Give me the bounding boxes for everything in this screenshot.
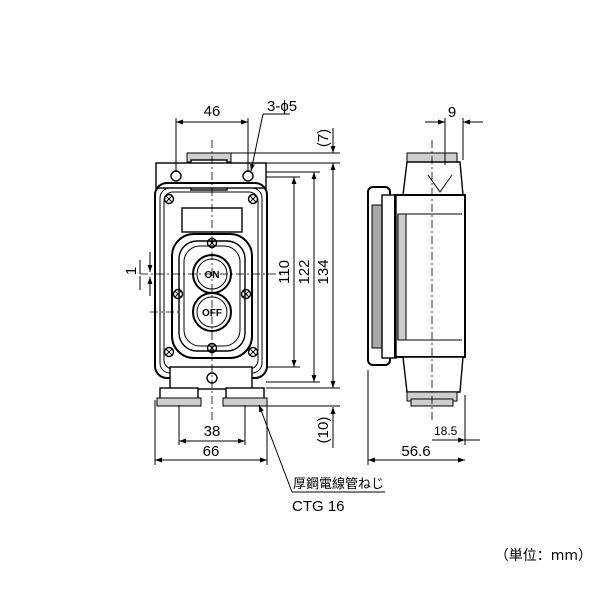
dim-134: 134 — [315, 259, 332, 284]
cover-screw-icon — [163, 346, 175, 358]
top-mounting-ear — [155, 162, 267, 189]
cover-screw-icon — [163, 193, 175, 205]
dim-7: (7) — [315, 129, 332, 147]
dim-38: 38 — [204, 423, 221, 440]
side-view — [367, 140, 466, 420]
dim-66: 66 — [203, 443, 220, 460]
cover-screw-icon — [247, 346, 259, 358]
button-guard — [171, 233, 253, 359]
bottom-mounting-ear — [169, 366, 253, 390]
front-dimensions: 46 3-ϕ5 (7) 1 110 122 134 (10) — [123, 98, 340, 465]
dim-9: 9 — [448, 104, 456, 121]
dim-3-phi5: 3-ϕ5 — [267, 98, 297, 115]
callout-line2: CTG 16 — [292, 498, 345, 515]
front-view: ON OFF — [140, 140, 285, 420]
dim-110: 110 — [276, 260, 293, 284]
conduit-thread-callout: 厚鋼電線管ねじ CTG 16 — [258, 404, 385, 515]
dim-18-5: 18.5 — [434, 424, 458, 438]
off-button-label: OFF — [202, 308, 222, 319]
side-bottom-hub — [402, 356, 464, 393]
callout-line1: 厚鋼電線管ねじ — [293, 476, 384, 492]
side-dimensions: 9 18.5 56.6 — [367, 104, 483, 465]
dim-122: 122 — [296, 259, 313, 284]
unit-label: （単位：mm） — [495, 548, 592, 564]
dim-46: 46 — [204, 103, 221, 120]
cover-screw-icon — [247, 193, 259, 205]
guard-screw-icon — [172, 288, 184, 300]
dim-1: 1 — [123, 267, 140, 275]
side-top-hub — [402, 161, 464, 196]
dim-10: (10) — [315, 417, 332, 444]
dim-56-6: 56.6 — [401, 443, 430, 460]
guard-screw-icon — [240, 288, 252, 300]
